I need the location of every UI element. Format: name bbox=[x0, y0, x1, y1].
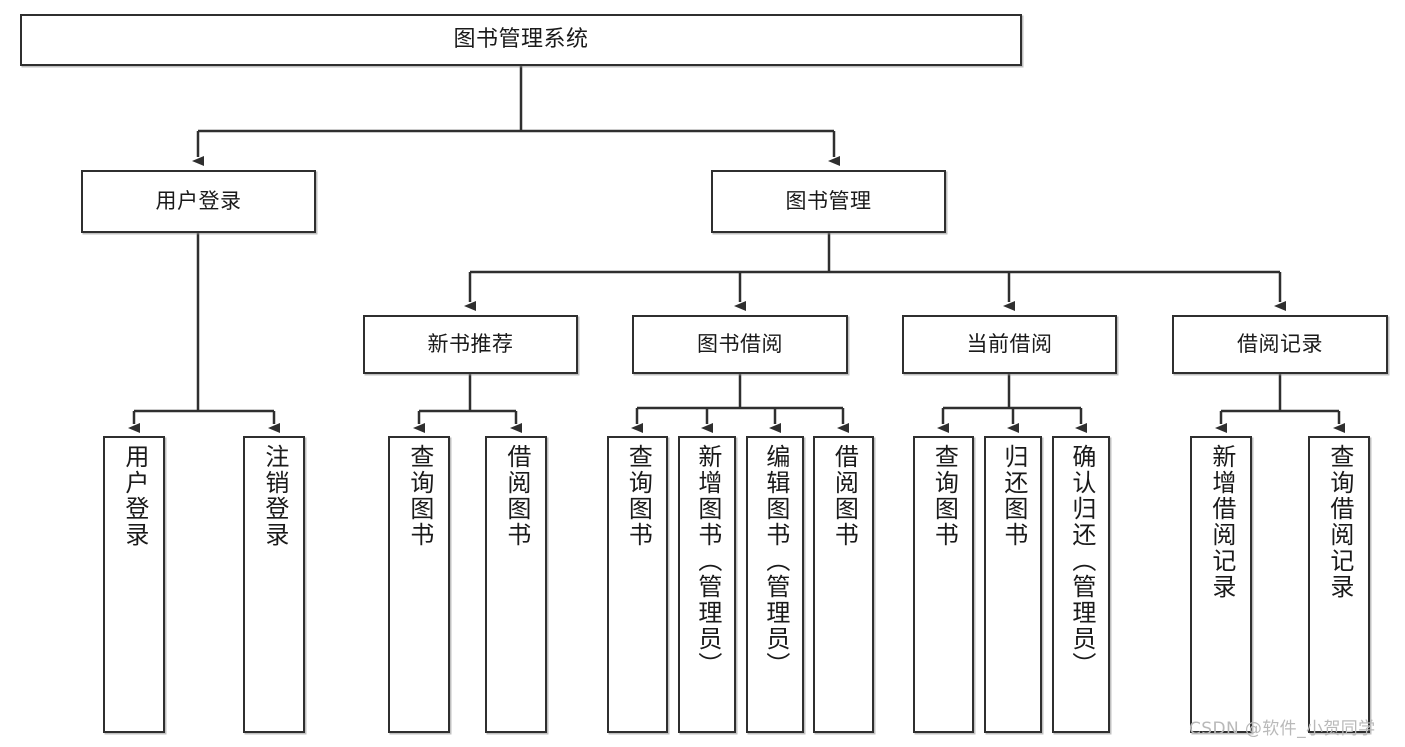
leaf-borrow-books-recommend[interactable]: 借阅图书 bbox=[485, 436, 547, 733]
leaf-add-borrow-record[interactable]: 新增借阅记录 bbox=[1190, 436, 1252, 733]
watermark: CSDN @软件_小贺同学 bbox=[1189, 719, 1376, 739]
leaf-add-book-admin-label: 新增图书（管理员） bbox=[693, 444, 722, 678]
leaf-return-book-label: 归还图书 bbox=[999, 444, 1028, 548]
node-user-login[interactable]: 用户登录 bbox=[81, 170, 316, 233]
leaf-add-book-admin[interactable]: 新增图书（管理员） bbox=[678, 436, 736, 733]
leaf-edit-book-admin-label: 编辑图书（管理员） bbox=[761, 444, 790, 678]
leaf-query-books-borrow-label: 查询图书 bbox=[624, 444, 653, 548]
leaf-user-login-label: 用户登录 bbox=[120, 444, 149, 548]
leaf-borrow-books-recommend-label: 借阅图书 bbox=[502, 444, 531, 548]
leaf-query-books-recommend-label: 查询图书 bbox=[405, 444, 434, 548]
node-current-borrow-label: 当前借阅 bbox=[966, 331, 1053, 356]
node-book-management-label: 图书管理 bbox=[785, 188, 872, 213]
leaf-confirm-return-admin[interactable]: 确认归还（管理员） bbox=[1052, 436, 1110, 733]
node-root[interactable]: 图书管理系统 bbox=[20, 14, 1022, 66]
node-book-management[interactable]: 图书管理 bbox=[711, 170, 946, 233]
leaf-add-borrow-record-label: 新增借阅记录 bbox=[1207, 444, 1236, 600]
leaf-edit-book-admin[interactable]: 编辑图书（管理员） bbox=[746, 436, 804, 733]
leaf-query-borrow-record-label: 查询借阅记录 bbox=[1325, 444, 1354, 600]
leaf-confirm-return-admin-label: 确认归还（管理员） bbox=[1067, 444, 1096, 678]
node-book-borrow-label: 图书借阅 bbox=[697, 331, 783, 356]
leaf-borrow-book[interactable]: 借阅图书 bbox=[813, 436, 874, 733]
leaf-query-books-current[interactable]: 查询图书 bbox=[913, 436, 974, 733]
node-user-login-label: 用户登录 bbox=[155, 188, 242, 213]
node-current-borrow[interactable]: 当前借阅 bbox=[902, 315, 1117, 374]
node-new-book-recommend[interactable]: 新书推荐 bbox=[363, 315, 578, 374]
leaf-query-borrow-record[interactable]: 查询借阅记录 bbox=[1308, 436, 1370, 733]
leaf-query-books-recommend[interactable]: 查询图书 bbox=[388, 436, 450, 733]
node-borrow-records-label: 借阅记录 bbox=[1237, 331, 1323, 356]
leaf-logout-label: 注销登录 bbox=[260, 444, 289, 548]
node-new-book-recommend-label: 新书推荐 bbox=[427, 331, 514, 356]
leaf-return-book[interactable]: 归还图书 bbox=[984, 436, 1042, 733]
node-book-borrow[interactable]: 图书借阅 bbox=[632, 315, 848, 374]
leaf-borrow-book-label: 借阅图书 bbox=[830, 444, 859, 548]
node-root-label: 图书管理系统 bbox=[453, 26, 589, 52]
leaf-query-books-current-label: 查询图书 bbox=[930, 444, 959, 548]
node-borrow-records[interactable]: 借阅记录 bbox=[1172, 315, 1388, 374]
leaf-user-login[interactable]: 用户登录 bbox=[103, 436, 165, 733]
leaf-query-books-borrow[interactable]: 查询图书 bbox=[607, 436, 668, 733]
leaf-logout[interactable]: 注销登录 bbox=[243, 436, 305, 733]
